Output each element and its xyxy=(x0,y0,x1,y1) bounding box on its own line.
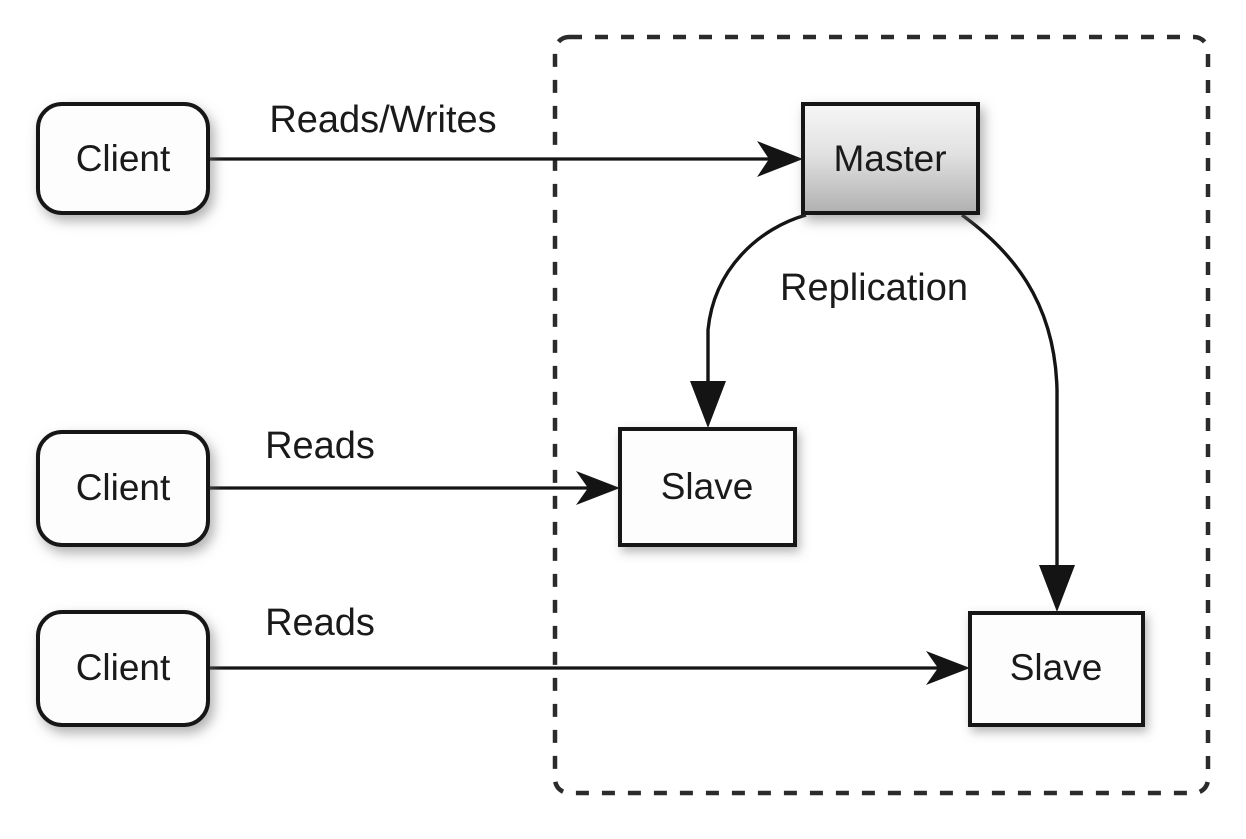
server-boundary xyxy=(552,34,1211,796)
edge-label-reads-writes: Reads/Writes xyxy=(269,99,496,141)
slave-1-label: Slave xyxy=(661,466,754,507)
master-box[interactable] xyxy=(801,102,980,215)
slave-1-box[interactable] xyxy=(618,427,797,547)
arrowhead-barbed-master xyxy=(757,141,803,177)
node-client-1[interactable]: Client xyxy=(36,102,210,215)
client-3-box[interactable] xyxy=(36,610,210,727)
client-2-box[interactable] xyxy=(36,430,210,547)
client-1-label: Client xyxy=(76,138,171,179)
client-2-label: Client xyxy=(76,467,171,508)
arrowhead-triangle-slave2 xyxy=(1039,565,1075,612)
slave-2-box[interactable] xyxy=(968,611,1145,727)
arrowhead-triangle-slave1 xyxy=(690,381,726,428)
master-label: Master xyxy=(833,138,946,179)
edge-client1-master xyxy=(208,141,803,177)
edge-label-reads-1: Reads xyxy=(265,425,375,467)
slave-2-label: Slave xyxy=(1010,647,1103,688)
edge-master-slave2 xyxy=(960,213,1075,612)
edge-master-slave1-curve xyxy=(706,213,807,386)
edge-label-reads-2: Reads xyxy=(265,602,375,644)
edge-master-slave1 xyxy=(690,213,807,428)
client-3-label: Client xyxy=(76,647,171,688)
node-slave-2[interactable]: Slave xyxy=(968,611,1145,727)
edge-client2-slave1 xyxy=(208,471,620,505)
arrowhead-barbed-slave1 xyxy=(576,471,620,505)
node-slave-1[interactable]: Slave xyxy=(618,427,797,547)
edge-label-replication: Replication xyxy=(780,267,968,309)
node-master[interactable]: Master xyxy=(801,102,980,215)
edge-master-slave2-curve xyxy=(960,213,1059,570)
arrowhead-barbed-slave2 xyxy=(926,651,970,685)
edge-client3-slave2 xyxy=(208,651,970,685)
client-1-box[interactable] xyxy=(36,102,210,215)
node-client-3[interactable]: Client xyxy=(36,610,210,727)
node-client-2[interactable]: Client xyxy=(36,430,210,547)
